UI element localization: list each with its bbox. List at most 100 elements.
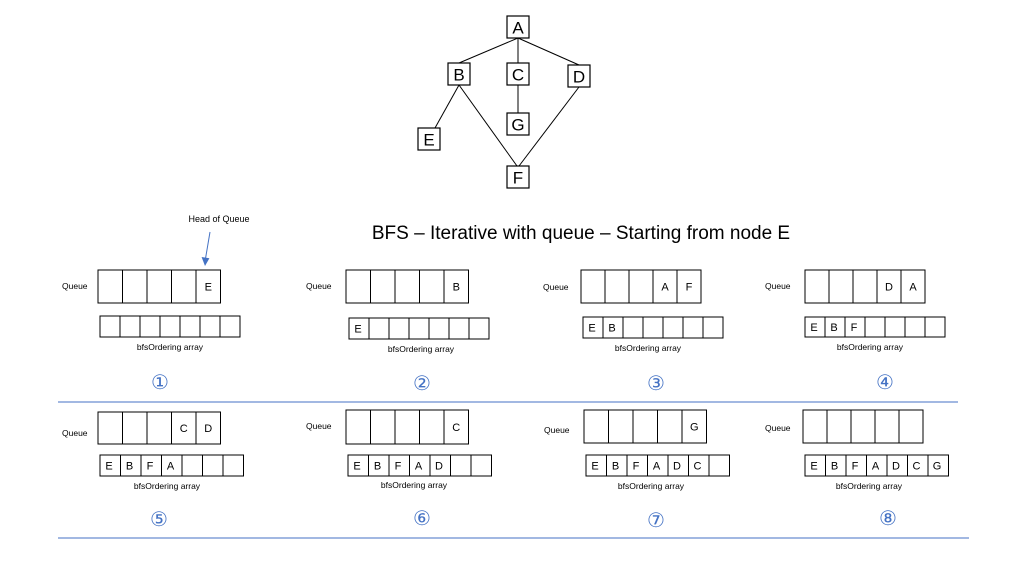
queue-cell [604, 269, 630, 304]
graph-node-label: D [573, 68, 585, 87]
queue-label: Queue [765, 281, 791, 291]
queue-cell [876, 269, 902, 304]
queue-cell-value: D [885, 282, 893, 294]
graph-edge-a-b [458, 37, 519, 64]
array-cell-value: E [591, 461, 598, 473]
array-cell [864, 316, 886, 338]
array-cell [924, 316, 946, 338]
queue-cell [146, 411, 172, 445]
graph-node-box [506, 62, 530, 86]
array-cell [139, 315, 161, 338]
queue-cell [804, 269, 830, 304]
step-number-marker: ② [413, 373, 431, 395]
queue-cell [828, 269, 854, 304]
graph-node-c: C [506, 62, 530, 86]
queue-cell [681, 409, 707, 444]
array-cell [708, 454, 730, 477]
graph-edge-d-f [518, 86, 580, 167]
array-cell [622, 316, 644, 339]
diagram-title: BFS – Iterative with queue – Starting fr… [372, 223, 790, 244]
array-cell [181, 454, 203, 477]
array-cell-value: A [167, 461, 175, 473]
array-cell [368, 317, 390, 340]
array-cell [202, 454, 224, 477]
bfs-ordering-array-label: bfsOrdering array [836, 481, 903, 491]
queue-cell-value: C [452, 422, 460, 434]
queue-cell [195, 411, 221, 445]
graph-node-box [447, 62, 471, 86]
queue-cell [802, 409, 828, 444]
queue-label: Queue [306, 421, 332, 431]
queue-cell [394, 409, 420, 445]
array-cell-value: E [353, 461, 360, 473]
array-cell [470, 454, 492, 477]
array-cell [884, 316, 906, 338]
array-cell-value: E [354, 324, 361, 336]
head-of-queue-annotation: Head of Queue [188, 214, 249, 224]
queue-cell-value: B [453, 282, 460, 294]
array-cell [428, 317, 450, 340]
array-cell [408, 317, 430, 340]
queue-label: Queue [543, 282, 569, 292]
queue-cell-value: A [661, 282, 669, 294]
bfs-ordering-array-label: bfsOrdering array [618, 481, 685, 491]
head-of-queue-arrow [201, 231, 211, 266]
graph-node-box [506, 112, 530, 136]
array-cell [179, 315, 201, 338]
queue-cell [394, 269, 420, 304]
array-cell-value: G [933, 461, 942, 473]
queue-cell [370, 409, 396, 445]
array-cell [159, 315, 181, 338]
array-cell-value: F [395, 461, 402, 473]
queue-label: Queue [62, 281, 88, 291]
array-cell-value: F [851, 322, 858, 334]
queue-cell-value: F [686, 282, 693, 294]
queue-label: Queue [62, 428, 88, 438]
queue-cell [195, 269, 221, 304]
queue-cell-value: G [690, 422, 699, 434]
array-cell-value: F [852, 461, 859, 473]
array-cell-value: B [831, 461, 838, 473]
graph-node-f: F [506, 165, 530, 189]
queue-cell [608, 409, 634, 444]
graph-edge-b-f [458, 84, 518, 167]
queue-cell [676, 269, 702, 304]
array-cell-value: A [415, 461, 423, 473]
queue-cell [874, 409, 900, 444]
queue-label: Queue [306, 281, 332, 291]
queue-cell-value: A [909, 282, 917, 294]
step-number-marker: ⑤ [150, 509, 168, 531]
queue-cell [850, 409, 876, 444]
graph-node-label: A [512, 19, 524, 38]
array-cell-value: A [653, 461, 661, 473]
graph-edge-a-d [517, 37, 580, 66]
array-cell-value: B [374, 461, 381, 473]
bfs-ordering-array-label: bfsOrdering array [615, 343, 682, 353]
queue-label: Queue [765, 423, 791, 433]
graph-node-label: C [512, 66, 524, 85]
array-cell-value: E [588, 323, 595, 335]
array-cell-value: B [608, 323, 615, 335]
graph-node-b: B [447, 62, 471, 86]
queue-cell [652, 269, 678, 304]
graph-node-label: G [511, 116, 524, 135]
graph-node-label: F [513, 169, 523, 188]
array-cell [468, 317, 490, 340]
step-number-marker: ④ [876, 372, 894, 394]
step-number-marker: ⑥ [413, 508, 431, 530]
bfs-ordering-array-label: bfsOrdering array [134, 481, 201, 491]
graph-node-g: G [506, 112, 530, 136]
array-cell-value: E [105, 461, 112, 473]
queue-cell [345, 409, 371, 445]
queue-cell-value: C [180, 423, 188, 435]
array-cell-value: C [913, 461, 921, 473]
